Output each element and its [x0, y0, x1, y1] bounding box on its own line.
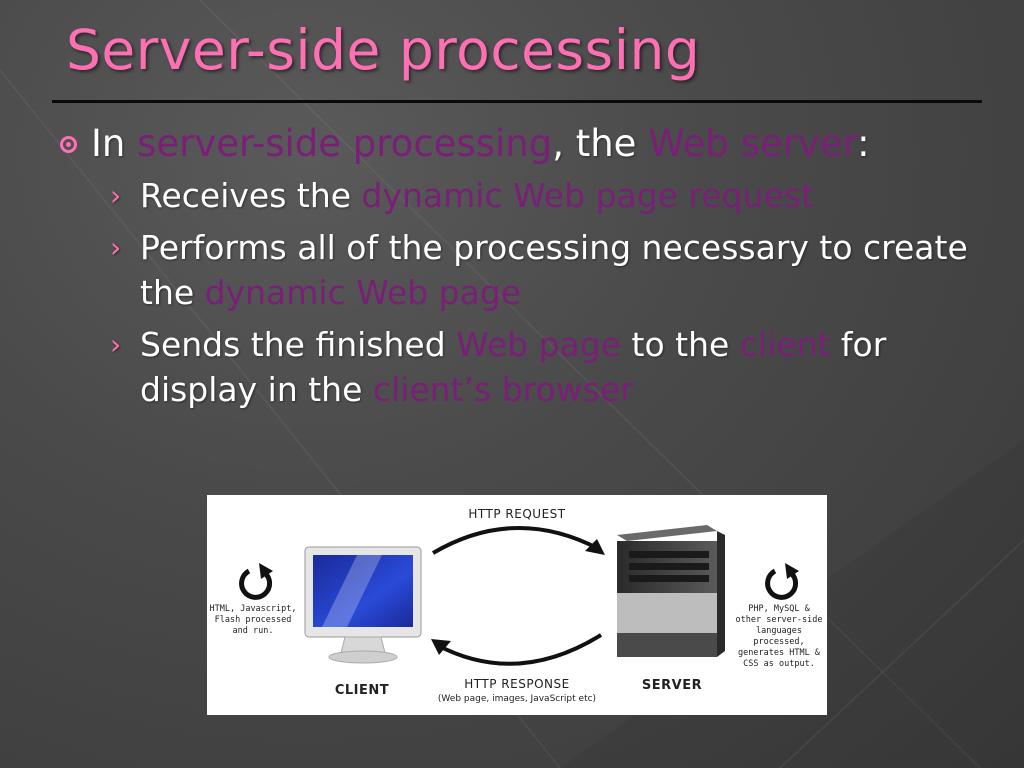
sub-bullet-text: Receives the dynamic Web page request — [140, 173, 814, 218]
server-note-line: generates HTML & — [738, 648, 820, 658]
highlight-term: client’s browser — [372, 370, 634, 409]
text-run: In — [91, 122, 138, 165]
server-note: PHP, MySQL & other server-side languages… — [731, 604, 827, 670]
client-note: HTML, Javascript, Flash processed and ru… — [207, 604, 299, 637]
refresh-icon — [239, 563, 273, 600]
diagram-graphics — [239, 525, 799, 666]
server-note-line: other server-side — [735, 615, 823, 625]
text-run: : — [857, 122, 870, 165]
client-note-line: HTML, Javascript, — [209, 604, 297, 614]
client-server-diagram: HTTP REQUEST HTTP RESPONSE (Web page, im… — [207, 495, 827, 715]
sub-bullet-text: Performs all of the processing necessary… — [140, 225, 980, 315]
server-label: SERVER — [641, 678, 703, 693]
circle-bullet-icon — [60, 135, 77, 153]
highlight-term: Web page — [456, 325, 622, 364]
request-arrow-icon — [431, 526, 605, 555]
highlight-term: client — [739, 325, 831, 364]
text-run: Receives the — [140, 176, 362, 215]
main-bullet-text: In server-side processing, the Web serve… — [91, 118, 870, 170]
client-note-line: Flash processed — [214, 615, 292, 625]
text-run: Performs all of the processing necessary… — [140, 228, 968, 312]
sub-bullet: › Sends the finished Web page to the cli… — [110, 322, 980, 412]
http-response-note: (Web page, images, JavaScript etc) — [437, 694, 597, 704]
highlight-term: Web server — [648, 122, 858, 165]
highlight-term: dynamic Web page request — [361, 176, 814, 215]
title-divider — [52, 100, 982, 103]
server-note-line: processed, — [753, 637, 805, 647]
chevron-right-icon: › — [110, 179, 122, 212]
page-title: Server-side processing — [66, 18, 701, 82]
server-note-line: languages — [755, 626, 803, 636]
text-run: for display in the — [140, 325, 887, 409]
refresh-icon — [765, 563, 799, 600]
http-request-label: HTTP REQUEST — [468, 507, 566, 521]
text-run: , the — [552, 122, 649, 165]
sub-bullet-text: Sends the finished Web page to the clien… — [140, 322, 980, 412]
slide-content: In server-side processing, the Web serve… — [60, 118, 980, 412]
http-response-label: HTTP RESPONSE — [464, 677, 570, 691]
monitor-icon — [304, 546, 422, 664]
server-note-line: CSS as output. — [743, 659, 815, 669]
text-run: Sends the finished — [140, 325, 457, 364]
main-bullet: In server-side processing, the Web serve… — [60, 118, 980, 170]
server-tower-icon — [617, 525, 725, 657]
server-note-line: PHP, MySQL & — [748, 604, 810, 614]
sub-bullet: › Performs all of the processing necessa… — [110, 225, 980, 315]
highlight-term: dynamic Web page — [204, 273, 522, 312]
client-label: CLIENT — [334, 683, 390, 698]
chevron-right-icon: › — [110, 231, 122, 264]
sub-bullet: › Receives the dynamic Web page request — [110, 173, 980, 218]
client-note-line: and run. — [232, 626, 274, 636]
highlight-term: server-side processing — [137, 122, 553, 165]
chevron-right-icon: › — [110, 328, 122, 361]
response-arrow-icon — [431, 633, 603, 666]
text-run: to the — [621, 325, 740, 364]
